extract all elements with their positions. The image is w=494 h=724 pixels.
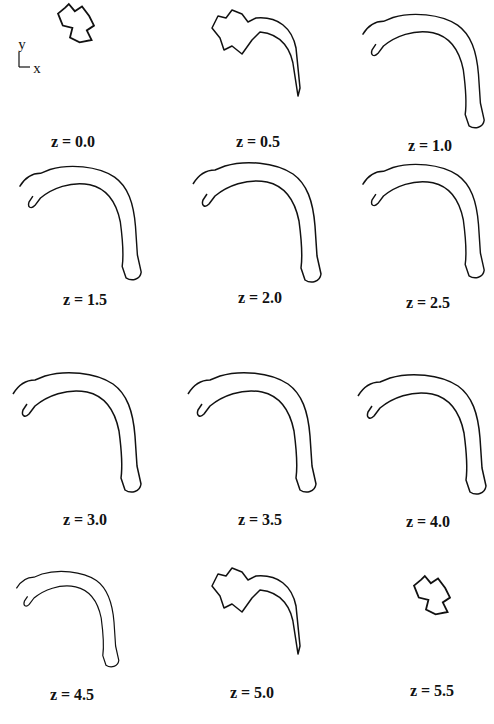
slice-contour [20,166,142,279]
axis-arrows [19,52,30,67]
slice-contour [193,163,321,282]
axis-label: y [18,37,26,52]
slice-label: z = 1.0 [408,138,452,154]
slice-label: z = 2.0 [238,290,282,306]
slice-label: z = 3.0 [63,512,107,528]
slice-label: z = 4.5 [50,687,94,703]
slice-contour [212,10,300,96]
slice-contour [13,373,141,492]
slice-label: z = 0.5 [236,134,280,150]
slice-label: z = 0.0 [51,134,95,150]
slice-label: z = 5.5 [410,683,454,699]
slice-label: z = 4.0 [406,514,450,530]
slice-label: z = 3.5 [238,512,282,528]
slice-contour [363,14,485,127]
slice-contour [358,375,486,494]
slice-label: z = 2.5 [406,295,450,311]
slice-contour [363,164,485,277]
slice-contour [212,568,300,654]
slice-contour [16,571,118,666]
slice-label: z = 5.0 [230,685,274,701]
slice-contour [58,4,94,42]
slice-contour [414,576,450,614]
axis-label: x [33,61,41,76]
slice-contour [188,373,316,492]
slice-label: z = 1.5 [63,292,107,308]
